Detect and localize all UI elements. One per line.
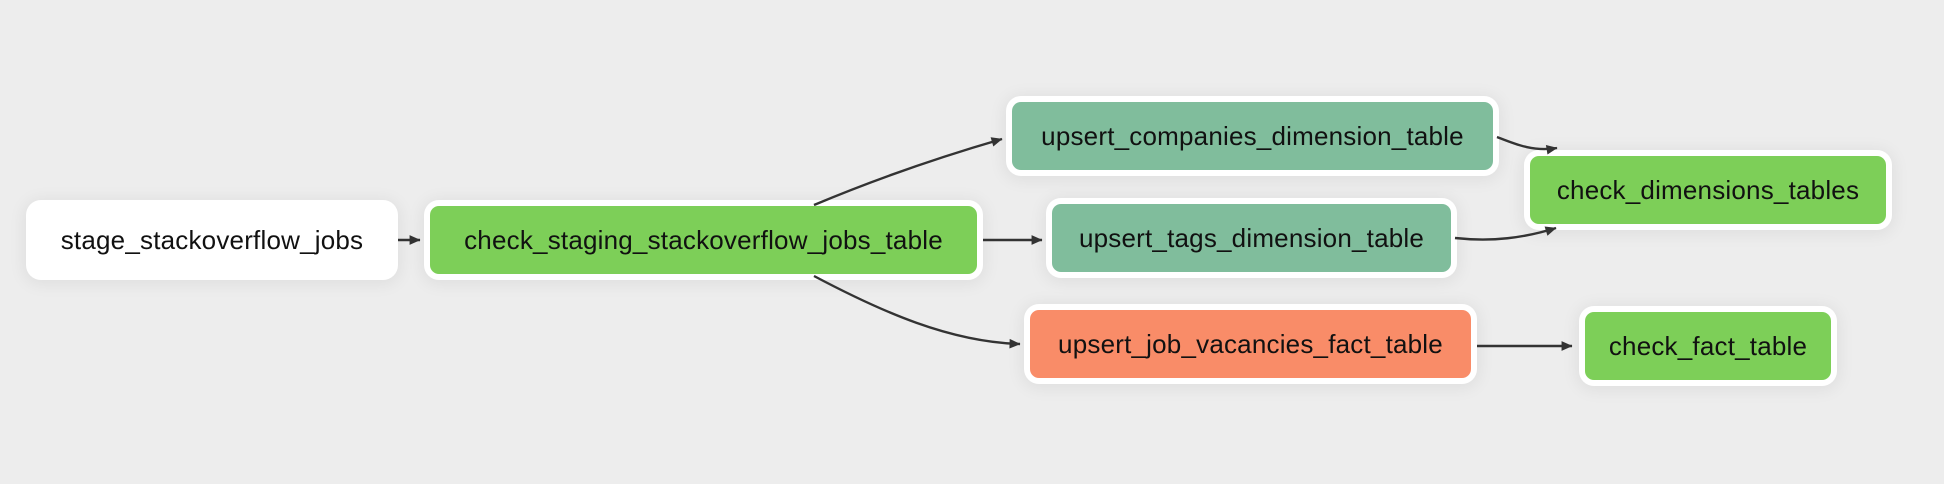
dag-node-label: check_dimensions_tables	[1556, 175, 1860, 205]
dag-node-upsert_job_vacancies_fact_table[interactable]: upsert_job_vacancies_fact_table	[1030, 310, 1471, 378]
dag-node-label: upsert_tags_dimension_table	[1078, 223, 1425, 253]
dag-node-check_dimensions_tables[interactable]: check_dimensions_tables	[1530, 156, 1886, 224]
dag-node-label: stage_stackoverflow_jobs	[60, 225, 364, 255]
dag-node-check_fact_table[interactable]: check_fact_table	[1585, 312, 1831, 380]
dag-node-label: upsert_companies_dimension_table	[1041, 121, 1464, 151]
dag-node-upsert_tags_dimension_table[interactable]: upsert_tags_dimension_table	[1052, 204, 1451, 272]
dag-node-stage_stackoverflow_jobs[interactable]: stage_stackoverflow_jobs	[32, 206, 392, 274]
dag-node-label: upsert_job_vacancies_fact_table	[1058, 329, 1443, 359]
dag-node-check_staging_stackoverflow_jobs_table[interactable]: check_staging_stackoverflow_jobs_table	[430, 206, 977, 274]
edge-upsert_tags_dimension_table-to-check_dimensions_tables	[1454, 226, 1557, 241]
dag-node-label: check_staging_stackoverflow_jobs_table	[464, 225, 943, 255]
edge-upsert_companies_dimension_table-to-check_dimensions_tables	[1496, 135, 1558, 155]
dag-node-upsert_companies_dimension_table[interactable]: upsert_companies_dimension_table	[1012, 102, 1493, 170]
edge-check_staging_stackoverflow_jobs_table-to-upsert_job_vacancies_fact_table	[813, 274, 1021, 349]
edge-check_staging_stackoverflow_jobs_table-to-upsert_companies_dimension_table	[813, 137, 1003, 207]
dag-node-label: check_fact_table	[1608, 331, 1808, 361]
